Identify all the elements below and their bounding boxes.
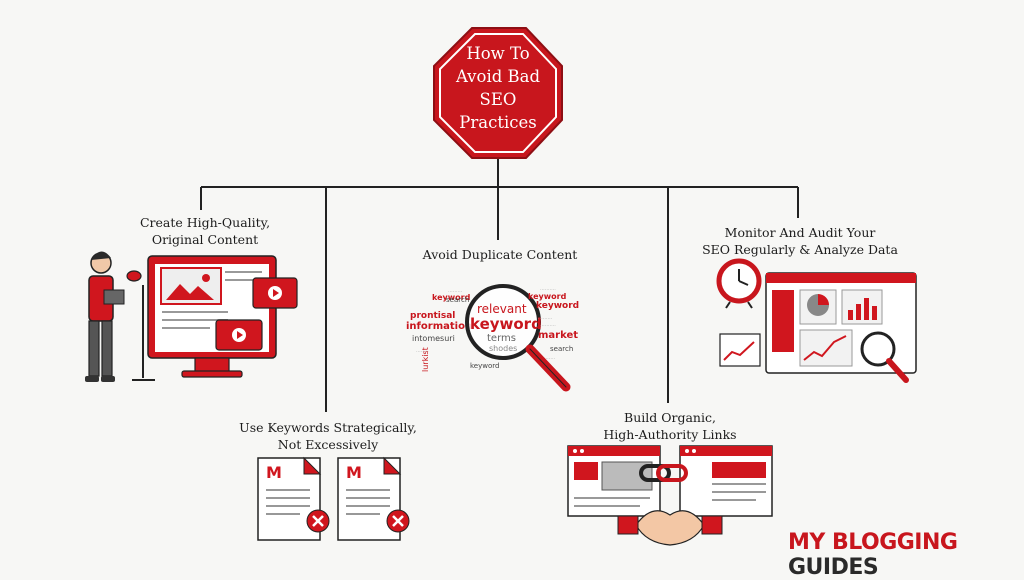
keyword-stuffing-illustration: M M (257, 456, 410, 541)
word-cloud-word: market (538, 330, 578, 341)
node-label-links: Build Organic, High-Authority Links (580, 409, 760, 443)
center-title-line: Practices (459, 113, 537, 132)
node-label-line: Not Excessively (277, 437, 379, 452)
word-cloud-word: terms (487, 333, 516, 344)
word-cloud-word: lurkist (421, 347, 430, 372)
svg-text:·········: ········· (448, 289, 463, 295)
svg-text:·······: ······· (544, 356, 556, 362)
word-cloud-word: shodes (489, 344, 517, 353)
stop-sign (433, 27, 563, 159)
word-cloud-word: keyword (536, 301, 579, 311)
svg-text:M: M (266, 463, 282, 482)
node-label-line: SEO Regularly & Analyze Data (702, 242, 898, 257)
word-cloud-word: information (406, 321, 472, 332)
word-cloud-word: keyword (470, 315, 542, 333)
center-title-line: SEO (479, 90, 517, 109)
word-cloud-illustration: keyword search prontisal information int… (406, 284, 579, 392)
svg-text:··········: ·········· (540, 287, 556, 293)
node-label-line: Use Keywords Strategically, (239, 420, 417, 435)
node-label-keywords: Use Keywords Strategically, Not Excessiv… (238, 419, 418, 453)
node-label-line: Monitor And Audit Your (724, 225, 876, 240)
link-building-illustration (567, 445, 773, 546)
brand-logo: MY BLOGGING GUIDES (788, 530, 1024, 580)
brand-part-2: GUIDES (788, 555, 879, 580)
node-label-line: High-Authority Links (603, 427, 737, 442)
word-cloud-word: prontisal (410, 311, 455, 321)
document-icon-1: M (257, 456, 330, 541)
svg-text:·········: ········· (538, 316, 553, 322)
node-label-line: Build Organic, (624, 410, 716, 425)
node-label-line: Original Content (151, 232, 259, 247)
center-title: How To Avoid Bad SEO Practices (436, 42, 560, 134)
node-label-monitor: Monitor And Audit Your SEO Regularly & A… (695, 224, 905, 258)
word-cloud-word: search (550, 345, 573, 353)
node-label-quality: Create High-Quality, Original Content (110, 214, 300, 248)
connector-lines (200, 158, 799, 412)
word-cloud-word: intomesuri (412, 334, 455, 343)
svg-text:M: M (346, 463, 362, 482)
monitoring-illustration (716, 258, 917, 383)
node-label-duplicate: Avoid Duplicate Content (410, 246, 590, 263)
word-cloud-word: search (446, 296, 469, 304)
document-icon-2: M (337, 456, 410, 541)
word-cloud-word: keyword (528, 292, 567, 301)
svg-text:··········: ·········· (540, 323, 556, 329)
brand-part-1: MY BLOGGING (788, 530, 958, 555)
node-label-line: Create High-Quality, (139, 215, 271, 230)
center-title-line: How To (466, 44, 530, 63)
content-creation-illustration (85, 251, 298, 382)
svg-text:········: ········ (416, 349, 429, 355)
word-cloud-word: keyword (432, 293, 471, 302)
word-cloud-word: relevant (477, 302, 527, 316)
word-cloud-word: keyword (470, 362, 499, 370)
center-title-line: Avoid Bad (455, 67, 541, 86)
node-label-line: Avoid Duplicate Content (422, 247, 578, 262)
